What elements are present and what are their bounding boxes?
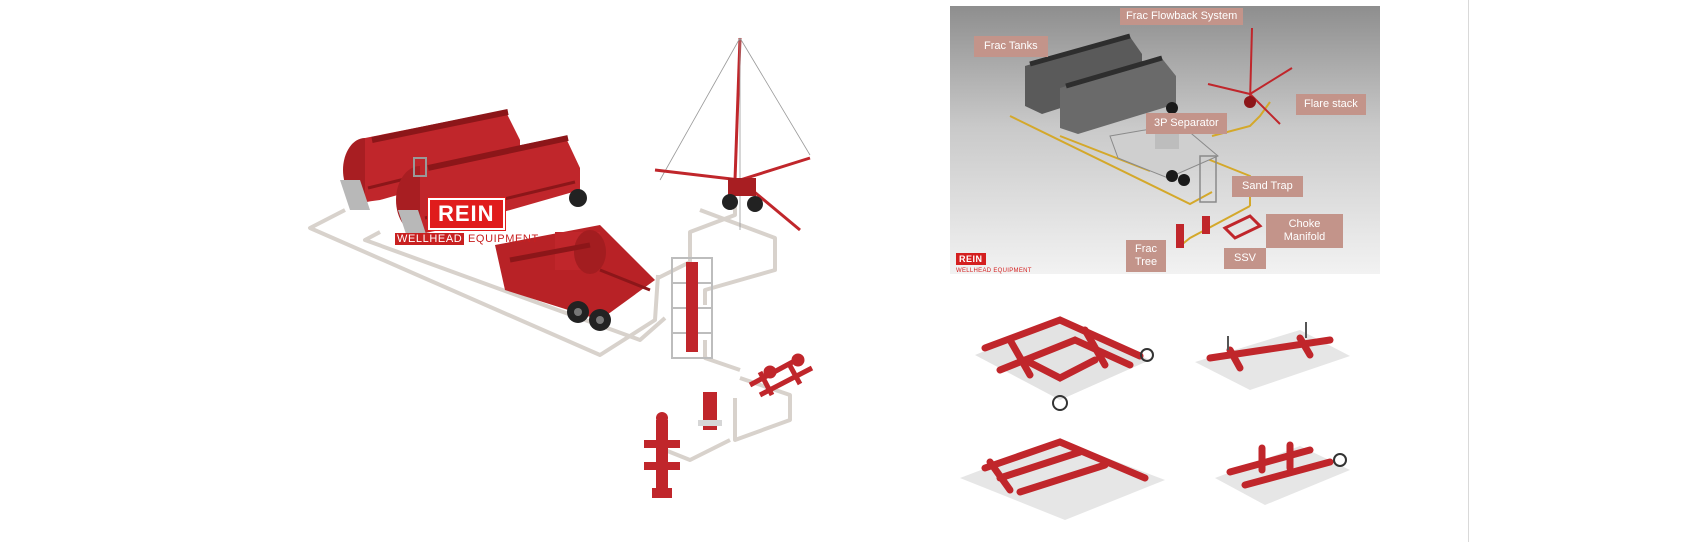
label-sand-trap: Sand Trap (1232, 176, 1303, 197)
flowback-system-illustration (308, 37, 814, 498)
overview-ssv (1202, 216, 1210, 234)
overview-flare-stack (1207, 27, 1293, 125)
label-choke-manifold: Choke Manifold (1266, 214, 1343, 248)
overview-choke-manifold (1222, 214, 1263, 240)
flare-stack (654, 37, 811, 232)
ssv (698, 392, 722, 430)
overview-separator (1109, 123, 1219, 186)
manifold-render-4 (1215, 441, 1350, 505)
overview-frac-tree (1176, 224, 1184, 248)
rein-logo-brand: REIN (428, 198, 505, 230)
label-3p-separator: 3P Separator (1146, 113, 1227, 134)
manifold-render-1 (975, 316, 1154, 411)
label-ssv: SSV (1224, 248, 1267, 269)
overview-equipment-drawing (1009, 27, 1293, 248)
separator-trailer (495, 225, 655, 331)
overview-tank-2 (1060, 55, 1178, 134)
manifold-render-3 (960, 438, 1165, 520)
label-frac-tanks: Frac Tanks (974, 36, 1048, 57)
label-flare-stack: Flare stack (1296, 94, 1366, 115)
sand-trap (671, 257, 713, 359)
rein-logo: REIN WELLHEAD EQUIPMENT (395, 198, 539, 245)
rein-logo-sub-part1: WELLHEAD (395, 233, 465, 245)
rein-logo-sub-part2: EQUIPMENT (464, 233, 539, 245)
label-frac-flowback-system: Frac Flowback System (1120, 8, 1244, 25)
rein-logo-subtitle: WELLHEAD EQUIPMENT (395, 233, 539, 245)
overview-logo-subtitle: WELLHEAD EQUIPMENT (956, 268, 1032, 274)
overview-diagram: Frac Flowback System Frac Tanks Flare st… (950, 6, 1380, 274)
vertical-divider (1468, 0, 1469, 542)
overview-rein-logo: REIN WELLHEAD EQUIPMENT (956, 249, 1032, 274)
label-frac-tree: Frac Tree (1126, 240, 1166, 272)
choke-manifold (748, 353, 814, 398)
overview-sand-trap (1199, 155, 1217, 203)
frac-tree (644, 412, 680, 498)
manifold-render-2 (1195, 322, 1350, 390)
overview-logo-brand: REIN (956, 253, 986, 265)
